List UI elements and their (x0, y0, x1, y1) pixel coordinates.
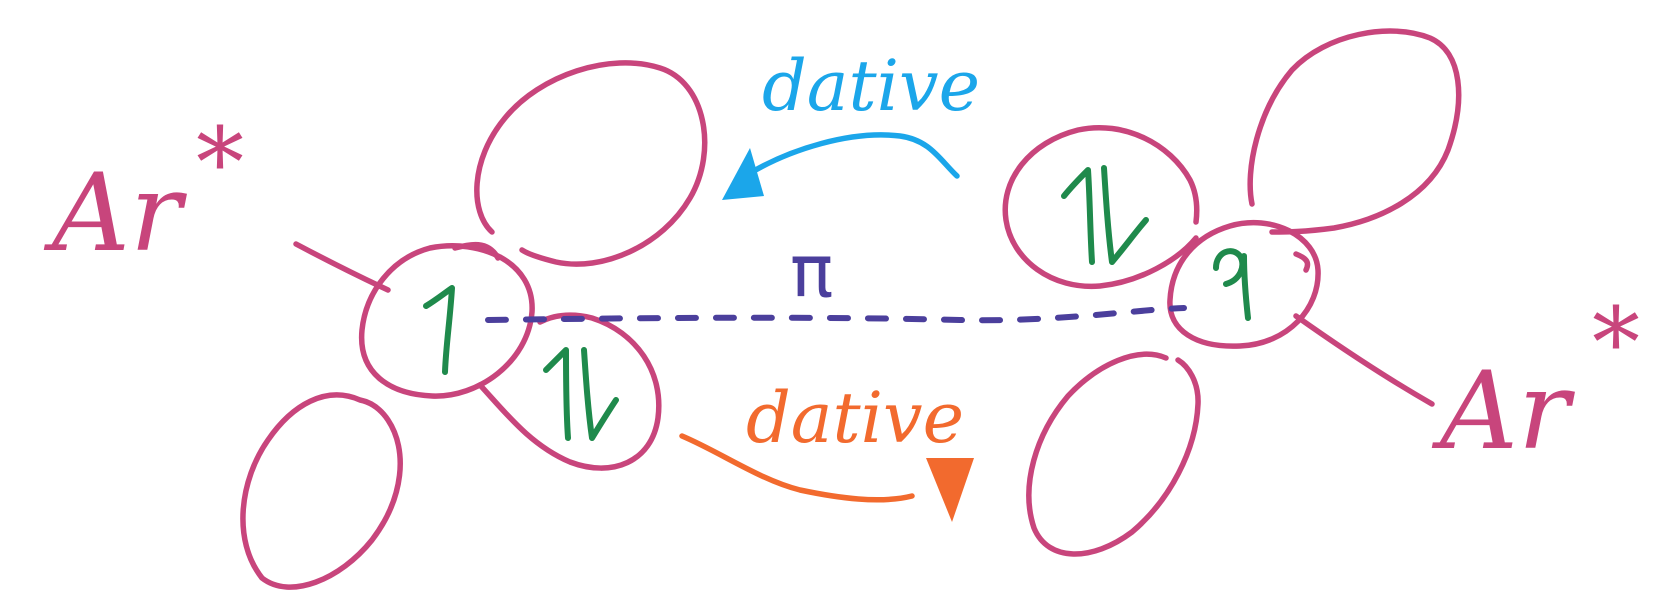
left-ar-star: * (196, 107, 244, 219)
pi-bond-dashed-line (485, 305, 1187, 324)
right-lower-empty-lobe (1026, 351, 1201, 557)
right-atom (1002, 28, 1462, 557)
left-atom (240, 60, 708, 590)
left-ar-label: Ar (43, 151, 187, 276)
dative-arrow-bottom-shaft (679, 433, 915, 503)
dative-arrow-top (722, 132, 960, 200)
left-lone-pair-electron-up (543, 347, 571, 441)
pi-bond-label: π (790, 229, 833, 313)
right-lone-pair-electron-down (1101, 165, 1149, 265)
right-upper-empty-lobe (1247, 28, 1462, 235)
left-lone-pair-electron-down (581, 347, 619, 441)
labels: Ar * Ar * π dative dative (43, 45, 1640, 474)
right-lone-pair-lobe (1002, 124, 1200, 290)
right-ar-bond-line (1293, 313, 1435, 407)
left-center-orbital (358, 243, 535, 399)
left-ar-bond-line (293, 241, 391, 293)
left-lower-empty-lobe (240, 392, 403, 590)
dative-top-label: dative (762, 45, 980, 127)
dative-arrow-bottom-head (926, 458, 974, 522)
right-center-tick (1293, 251, 1311, 273)
dative-arrow-bottom (679, 433, 974, 522)
right-center-orbital (1167, 219, 1321, 349)
right-center-electron (1213, 248, 1251, 321)
left-upper-empty-lobe (474, 60, 708, 267)
left-upper-lobe-tick (452, 241, 501, 261)
dative-bottom-label: dative (746, 377, 964, 459)
dative-arrow-top-head (722, 148, 764, 200)
dative-arrow-top-shaft (749, 132, 960, 179)
right-lone-pair-electron-up (1061, 167, 1095, 265)
left-center-electron (423, 285, 455, 375)
right-ar-label: Ar (1431, 349, 1575, 474)
right-ar-star: * (1592, 287, 1640, 399)
left-lone-pair-lobe (477, 312, 662, 471)
